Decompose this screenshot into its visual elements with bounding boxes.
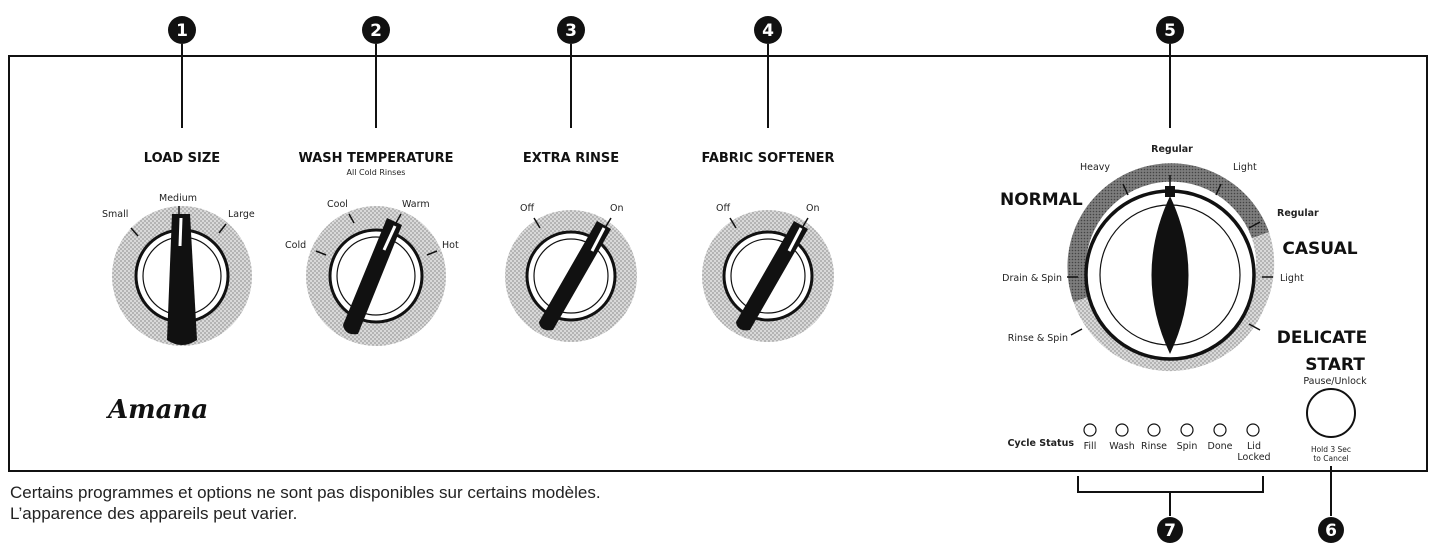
load-size-control: LOAD SIZE Small Medium Large xyxy=(102,151,255,346)
status-wash-label: Wash xyxy=(1109,441,1135,452)
status-spin-label: Spin xyxy=(1177,441,1198,452)
callout-4: 4 xyxy=(754,16,782,44)
start-button[interactable] xyxy=(1306,388,1356,438)
cycle-group-normal: NORMAL xyxy=(1000,190,1083,210)
cycle-status-indicators: Cycle Status Fill Wash Rinse Spin Done L… xyxy=(1007,423,1271,543)
fabric-softener-on-label: On xyxy=(806,203,820,214)
status-done-label: Done xyxy=(1208,441,1233,452)
load-size-small-label: Small xyxy=(102,209,128,220)
status-fill-label: Fill xyxy=(1084,441,1097,452)
extra-rinse-knob-indicator xyxy=(590,227,606,252)
fabric-softener-title: FABRIC SOFTENER xyxy=(701,151,834,166)
wash-temperature-cool-label: Cool xyxy=(327,199,348,210)
callout-5: 5 xyxy=(1156,16,1184,44)
start-hold-note-line2: to Cancel xyxy=(1313,454,1348,463)
wash-temperature-subtitle: All Cold Rinses xyxy=(347,168,406,177)
start-title: START xyxy=(1305,355,1365,375)
cycle-ring-delicate xyxy=(1214,302,1265,355)
wash-temperature-knob-indicator xyxy=(382,225,397,251)
status-lid-label: Lid xyxy=(1247,441,1261,452)
start-hold-note-line1: Hold 3 Sec xyxy=(1311,445,1351,454)
fabric-softener-knob-indicator xyxy=(787,227,803,252)
load-size-large-label: Large xyxy=(228,209,255,220)
cycle-group-delicate: DELICATE xyxy=(1277,328,1367,348)
load-size-knob[interactable] xyxy=(167,214,197,345)
callout-6-number: 6 xyxy=(1325,521,1337,541)
cycle-dial-marker xyxy=(1165,186,1175,197)
load-size-title: LOAD SIZE xyxy=(144,151,220,166)
wash-temperature-warm-label: Warm xyxy=(402,199,430,210)
cycle-status-bracket xyxy=(1077,476,1264,493)
status-light-wash xyxy=(1115,423,1129,437)
status-light-lid-locked xyxy=(1246,423,1260,437)
wash-temperature-title: WASH TEMPERATURE xyxy=(298,151,453,166)
cycle-rinse-spin-label: Rinse & Spin xyxy=(1008,333,1068,344)
cycle-ring-normal xyxy=(1067,163,1269,303)
cycle-normal-heavy-label: Heavy xyxy=(1080,162,1110,173)
footnotes: Certains programmes et options ne sont p… xyxy=(10,482,601,524)
extra-rinse-control: EXTRA RINSE Off On xyxy=(505,151,637,342)
cycle-casual-regular-label: Regular xyxy=(1277,208,1319,219)
cycle-normal-light-label: Light xyxy=(1233,162,1257,173)
callout-6 xyxy=(1318,517,1344,543)
status-light-rinse xyxy=(1147,423,1161,437)
load-size-knob-indicator xyxy=(178,217,183,247)
footnote-appearance: L’apparence des appareils peut varier. xyxy=(10,504,298,523)
callout-1-number: 1 xyxy=(176,21,188,41)
cycle-group-casual: CASUAL xyxy=(1282,239,1357,259)
extra-rinse-on-label: On xyxy=(610,203,624,214)
status-light-done xyxy=(1213,423,1227,437)
cycle-selector-knob[interactable] xyxy=(1151,196,1189,354)
cycle-selector-control: NORMAL CASUAL DELICATE Heavy Regular Lig… xyxy=(1000,144,1367,372)
callout-3-number: 3 xyxy=(565,21,577,41)
wash-temperature-control: WASH TEMPERATURE All Cold Rinses Cold Co… xyxy=(285,151,459,346)
wash-temperature-cold-label: Cold xyxy=(285,240,306,251)
extra-rinse-title: EXTRA RINSE xyxy=(523,151,619,166)
footnote-availability: Certains programmes et options ne sont p… xyxy=(10,483,601,502)
start-control: START Pause/Unlock Hold 3 Sec to Cancel … xyxy=(1303,355,1367,543)
wash-temperature-knob[interactable] xyxy=(343,218,402,335)
cycle-drain-spin-label: Drain & Spin xyxy=(1002,273,1062,284)
callout-3: 3 xyxy=(557,16,585,44)
callout-2-number: 2 xyxy=(370,21,382,41)
wash-temperature-hot-label: Hot xyxy=(442,240,459,251)
callout-4-number: 4 xyxy=(762,21,774,41)
extra-rinse-off-label: Off xyxy=(520,203,534,214)
amana-logo: Amana xyxy=(105,395,208,425)
callout-5-number: 5 xyxy=(1164,21,1176,41)
fabric-softener-control: FABRIC SOFTENER Off On xyxy=(701,151,835,342)
status-light-fill xyxy=(1083,423,1097,437)
callout-7-number: 7 xyxy=(1164,521,1176,541)
callout-leader-lines xyxy=(181,44,1171,128)
callout-1: 1 xyxy=(168,16,196,44)
status-locked-label: Locked xyxy=(1237,452,1270,463)
cycle-normal-regular-label: Regular xyxy=(1151,144,1193,155)
start-subtitle: Pause/Unlock xyxy=(1303,376,1367,387)
callout-2: 2 xyxy=(362,16,390,44)
load-size-medium-label: Medium xyxy=(159,193,197,204)
status-rinse-label: Rinse xyxy=(1141,441,1167,452)
status-light-spin xyxy=(1180,423,1194,437)
callout-7 xyxy=(1157,517,1183,543)
cycle-casual-light-label: Light xyxy=(1280,273,1304,284)
fabric-softener-off-label: Off xyxy=(716,203,730,214)
cycle-status-label: Cycle Status xyxy=(1007,438,1074,449)
